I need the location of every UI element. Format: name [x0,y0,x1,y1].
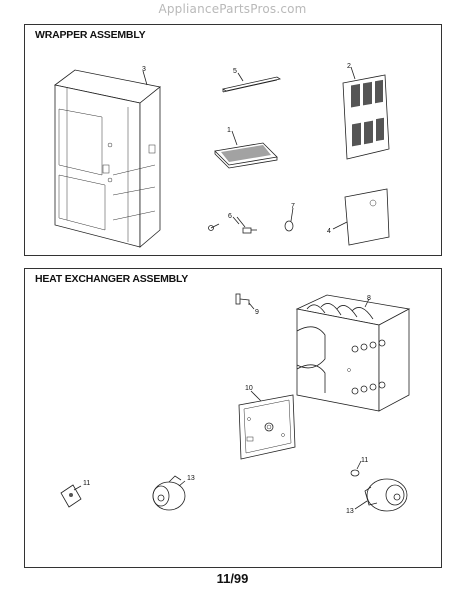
callout-13-left: 13 [187,475,195,482]
heat-exchanger-assembly-title: HEAT EXCHANGER ASSEMBLY [35,273,189,285]
bracket-part[interactable] [235,293,255,310]
callout-5: 5 [233,68,237,75]
gasket-part-right[interactable] [350,460,362,477]
callout-11-left: 11 [83,480,90,487]
callout-7: 7 [291,203,295,210]
door-panel-part[interactable] [342,66,390,160]
cover-plate-part[interactable] [332,188,390,246]
callout-13-right: 13 [346,508,354,515]
panel-plate-part[interactable] [214,130,278,169]
wrapper-assembly-title: WRAPPER ASSEMBLY [35,29,146,41]
callout-3: 3 [142,66,146,73]
door-switch-part[interactable] [208,216,258,234]
rail-part[interactable] [221,72,282,93]
callout-4: 4 [327,228,331,235]
footer-date: 11/99 [216,571,249,586]
wrapper-assembly-panel: WRAPPER ASSEMBLY 3 5 [24,24,442,256]
callout-11-right: 11 [361,457,368,464]
callout-8: 8 [367,295,371,302]
callout-2: 2 [347,63,351,70]
gasket-part-left[interactable] [60,484,82,508]
callout-10: 10 [245,385,253,392]
callout-1: 1 [227,127,231,134]
wrapper-assembly-diagram: 3 5 2 [54,63,390,248]
heat-exchanger-part[interactable] [295,294,411,412]
heat-exchanger-assembly-panel: HEAT EXCHANGER ASSEMBLY 9 [24,268,442,568]
watermark: AppliancePartsPros.com [158,2,307,16]
wrapper-cabinet-part[interactable] [54,69,161,248]
inducer-motor-part-right[interactable] [354,478,408,512]
inducer-motor-part-left[interactable] [152,475,186,511]
plug-part[interactable] [284,207,294,232]
vestibule-panel-part[interactable] [238,390,296,460]
callout-6: 6 [228,213,232,220]
heat-exchanger-assembly-diagram: 9 8 [60,293,411,515]
callout-9: 9 [255,309,259,316]
